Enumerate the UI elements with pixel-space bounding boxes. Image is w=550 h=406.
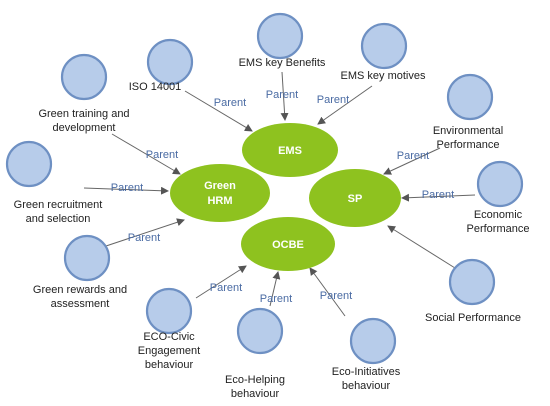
edge-economic-performance-to-sp: Parent [401,189,476,202]
edge-eco-helping-to-ocbe: Parent [260,271,292,307]
edge-arrow [184,90,253,132]
edge-iso-14001-to-ems: Parent [184,90,253,132]
edge-green-training-to-green-hrm: Parent [111,133,181,175]
edge-arrow [269,271,281,307]
hub-label: EMS [278,145,302,157]
edge-label: Parent [320,290,352,302]
edge-label: Parent [128,232,160,244]
edge-arrow [111,133,181,175]
edge-label: Parent [260,293,292,305]
edge-environmental-performance-to-sp: Parent [383,147,441,175]
node-green-recruitment [5,140,53,188]
node-environmental-performance [446,73,494,121]
edge-arrow [317,85,373,125]
hub-ellipse [309,169,401,227]
edge-ems-key-benefits-to-ems: Parent [266,71,298,121]
hub-ems: EMS [242,123,338,177]
edge-arrow [99,218,185,249]
edge-arrow [383,147,441,175]
node-label: EMS key motives [341,70,426,82]
hub-label: SP [348,193,363,205]
node-eco-civic [145,287,193,335]
node-circle [448,258,496,306]
node-circle [349,317,397,365]
node-ems-key-benefits [256,12,304,60]
hub-sp: SP [309,169,401,227]
node-circle [145,287,193,335]
hub-label: OCBE [272,239,304,251]
node-green-rewards [63,234,111,282]
node-eco-helping [236,307,284,355]
edge-arrow [309,267,346,317]
node-green-training [60,53,108,101]
node-label: ISO 14001 [129,81,182,93]
edge-arrow [195,265,247,299]
node-circle [236,307,284,355]
node-iso-14001 [146,38,194,86]
edge-ems-key-motives-to-ems: Parent [317,85,373,125]
edge-arrow [83,186,169,195]
node-circle [476,160,524,208]
edge-social-performance-to-sp [387,225,456,269]
node-circle [5,140,53,188]
node-circle [63,234,111,282]
edge-label: Parent [397,150,429,162]
hub-ocbe: OCBE [241,217,335,271]
edge-arrow [387,225,456,269]
node-circle [146,38,194,86]
edge-green-recruitment-to-green-hrm: Parent [83,182,169,195]
node-social-performance [448,258,496,306]
node-eco-initiatives [349,317,397,365]
edge-label: Parent [317,94,349,106]
edge-label: Parent [146,149,178,161]
node-circle [360,22,408,70]
hub-ellipse [170,164,270,222]
edge-green-rewards-to-green-hrm: Parent [99,218,185,249]
edge-label: Parent [210,282,242,294]
node-label: EMS key Benefits [239,57,326,69]
node-economic-performance [476,160,524,208]
edge-label: Parent [422,189,454,201]
edge-arrow [280,71,289,121]
node-circle [446,73,494,121]
node-circle [60,53,108,101]
nodes-layer [5,12,524,365]
hub-ellipse [242,123,338,177]
edge-label: Parent [111,182,143,194]
node-label: Social Performance [425,312,521,324]
node-ems-key-motives [360,22,408,70]
node-circle [256,12,304,60]
edge-label: Parent [214,97,246,109]
edge-eco-initiatives-to-ocbe: Parent [309,267,352,317]
hub-ellipse [241,217,335,271]
edge-label: Parent [266,89,298,101]
edge-arrow [401,193,476,202]
edge-eco-civic-to-ocbe: Parent [195,265,247,299]
